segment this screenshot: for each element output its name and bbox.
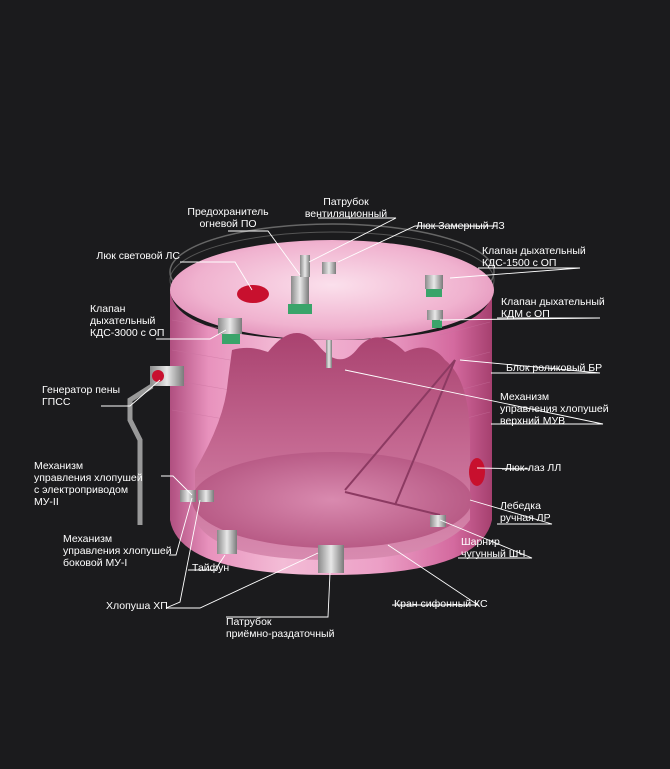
valve-icon xyxy=(198,490,214,502)
label-sharnir: Шарнир чугунный ШЧ xyxy=(461,536,526,560)
label-lyuk-zamerny: Люк Замерный ЛЗ xyxy=(416,220,505,232)
label-predokhranitel: Предохранитель огневой ПО xyxy=(187,206,269,230)
label-khlopusha: Хлопуша ХП xyxy=(106,600,168,612)
pipe-icon xyxy=(127,383,154,525)
valve-icon xyxy=(218,318,242,344)
label-tayfun: Тайфун xyxy=(192,562,230,574)
leader-lines xyxy=(101,217,604,618)
label-klapan-kds1500: Клапан дыхательный КДС-1500 с ОП xyxy=(482,245,586,269)
internal-cables xyxy=(344,359,456,516)
valve-icon xyxy=(425,275,443,297)
label-kran-sifonny: Кран сифонный КС xyxy=(394,598,488,610)
valve-icon xyxy=(217,530,237,554)
tank-roof xyxy=(170,240,494,340)
valve-icon xyxy=(427,310,443,328)
hatch-icon xyxy=(237,285,269,303)
label-lyuk-laz: Люк-лаз ЛЛ xyxy=(505,462,562,474)
label-blok-rolikovy: Блок роликовый БР xyxy=(506,362,603,374)
pipe-icon xyxy=(326,340,332,368)
valve-icon xyxy=(180,490,196,502)
valve-icon xyxy=(430,515,446,527)
label-klapan-kdm: Клапан дыхательный КДМ с ОП xyxy=(501,296,605,320)
label-patrubok-vent: Патрубок вентиляционный xyxy=(304,196,388,220)
pipe-icon xyxy=(300,255,310,277)
label-lyuk-svetovoy: Люк световой ЛС xyxy=(96,250,180,262)
pipe-icon xyxy=(318,545,344,573)
label-mekh-muv: Механизм управления хлопушей верхний МУВ xyxy=(500,391,609,427)
label-lebedka: Лебедка ручная ЛР xyxy=(500,500,551,524)
label-klapan-kds3000: Клапан дыхательный КДС-3000 с ОП xyxy=(90,303,165,339)
label-mekh-mu1: Механизм управления хлопушей боковой МУ-… xyxy=(63,533,172,569)
valve-icon xyxy=(322,262,336,274)
label-generator: Генератор пены ГПСС xyxy=(42,384,121,408)
label-patrubok-priemno: Патрубок приёмно-раздаточный xyxy=(226,616,335,640)
tank-floor xyxy=(192,452,472,548)
hatch-icon xyxy=(469,458,485,486)
foam-generator-icon xyxy=(152,370,164,382)
valve-icon xyxy=(288,276,312,314)
label-mekh-mu2: Механизм управления хлопушей с электропр… xyxy=(34,460,143,508)
